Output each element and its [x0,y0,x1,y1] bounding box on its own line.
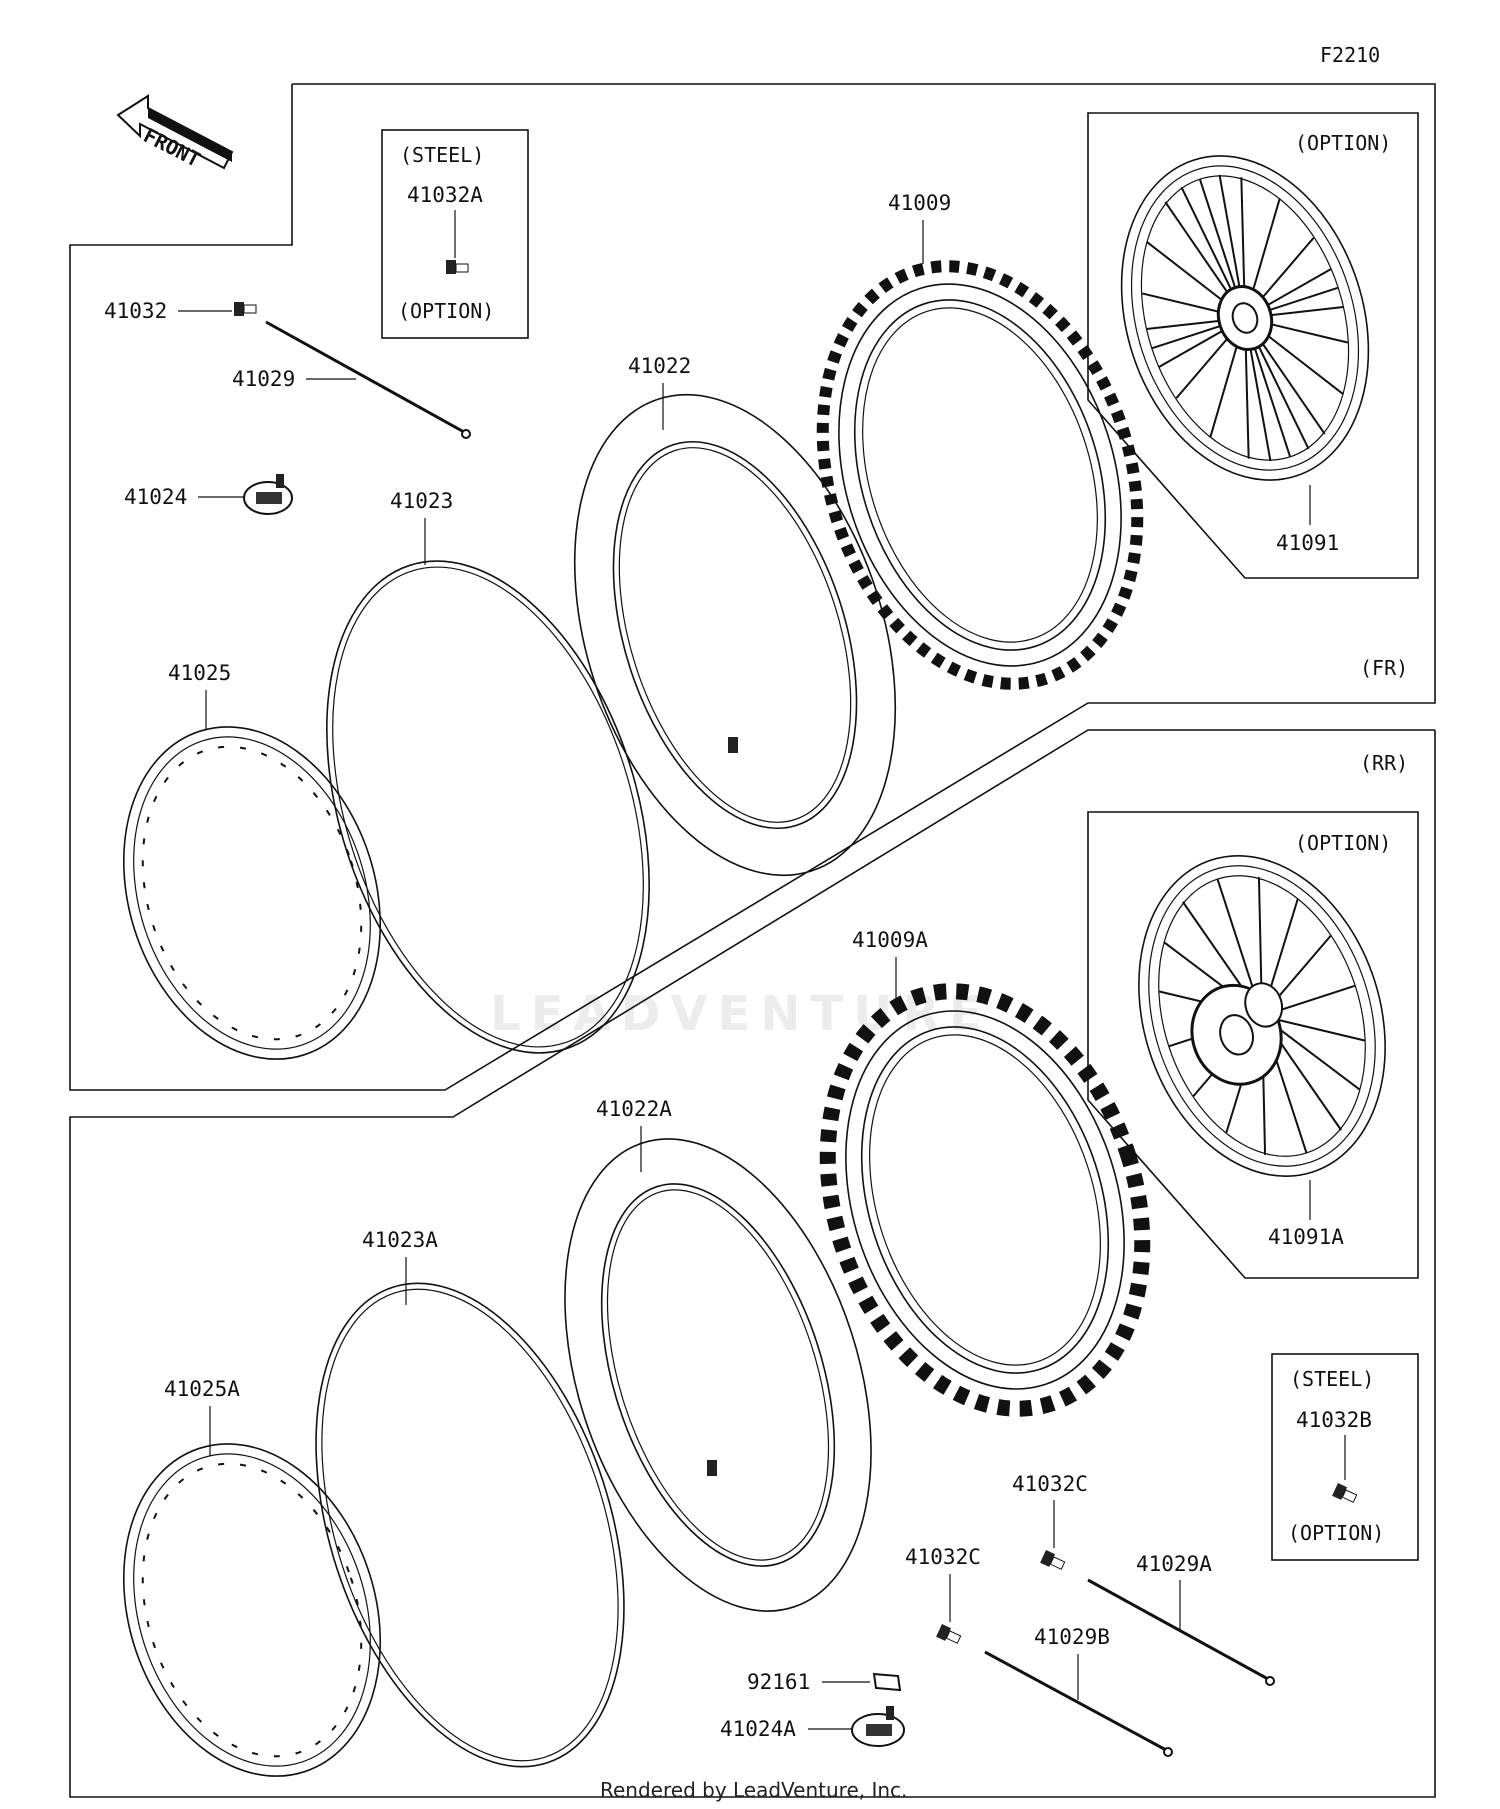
diagram-code: F2210 [1320,43,1380,67]
label-spoke-front: 41029 [232,367,295,391]
steel-box-rear [1271,1353,1419,1561]
label-valve-front: 41032 [104,299,167,323]
valve-icon [1332,1483,1358,1503]
rim-front [122,726,382,1060]
front-arrow-icon: FRONT [116,94,234,172]
spoked-wheel-rear [1138,855,1386,1177]
label-tire-front: 41009 [888,191,951,215]
tire-front [816,260,1144,690]
steel-rear-top: (STEEL) [1290,1367,1374,1391]
wheel-rear-tag: (OPTION) [1295,831,1391,855]
label-tire-rear: 41009A [852,928,928,952]
valve-icon [446,260,469,274]
tire-rear [819,983,1151,1417]
label-valve-rear-2: 41032C [905,1545,981,1569]
tube-front [573,393,897,877]
tube-rear [564,1138,872,1612]
tube-valve-icon [707,1460,717,1476]
wheel-rear-part: 41091A [1268,1225,1344,1249]
label-rimband-rear: 41024A [720,1717,796,1741]
wheel-front-tag: (OPTION) [1295,131,1391,155]
label-spoke-rear-2: 41029B [1034,1625,1110,1649]
label-tube-front: 41022 [628,354,691,378]
rim-band-icon [851,1706,905,1747]
valve-icon [234,302,257,316]
tube-valve-icon [728,737,738,753]
label-valve-rear-1: 41032C [1012,1472,1088,1496]
label-pad: 92161 [747,1670,810,1694]
label-rimstrip-rear: 41023A [362,1228,438,1252]
valve-icon [1040,1550,1066,1570]
label-spoke-rear-1: 41029A [1136,1552,1212,1576]
rim-strip-rear [315,1282,625,1768]
rim-band-icon [243,474,293,515]
wheel-box-rear [1087,811,1419,1279]
label-rimstrip-front: 41023 [390,489,453,513]
rear-section-frame [69,729,1436,1798]
label-rimband-front: 41024 [124,485,187,509]
section-front-label: (FR) [1360,656,1408,680]
steel-rear-part: 41032B [1296,1408,1372,1432]
rim-strip-front [326,560,650,1054]
footer-text: Rendered by LeadVenture, Inc. [600,1778,907,1802]
rim-rear [122,1443,382,1777]
section-rear-label: (RR) [1360,751,1408,775]
steel-front-top: (STEEL) [400,143,484,167]
wheel-front-part: 41091 [1276,531,1339,555]
valve-icon [936,1624,962,1644]
label-rim-rear: 41025A [164,1377,240,1401]
steel-front-part: 41032A [407,183,483,207]
label-tube-rear: 41022A [596,1097,672,1121]
steel-box-front [381,129,529,339]
steel-rear-bottom: (OPTION) [1288,1521,1384,1545]
pad-icon [872,1672,902,1692]
label-rim-front: 41025 [168,661,231,685]
steel-front-bottom: (OPTION) [398,299,494,323]
spoked-wheel-front [1120,155,1370,481]
front-section-frame [69,83,1436,1091]
